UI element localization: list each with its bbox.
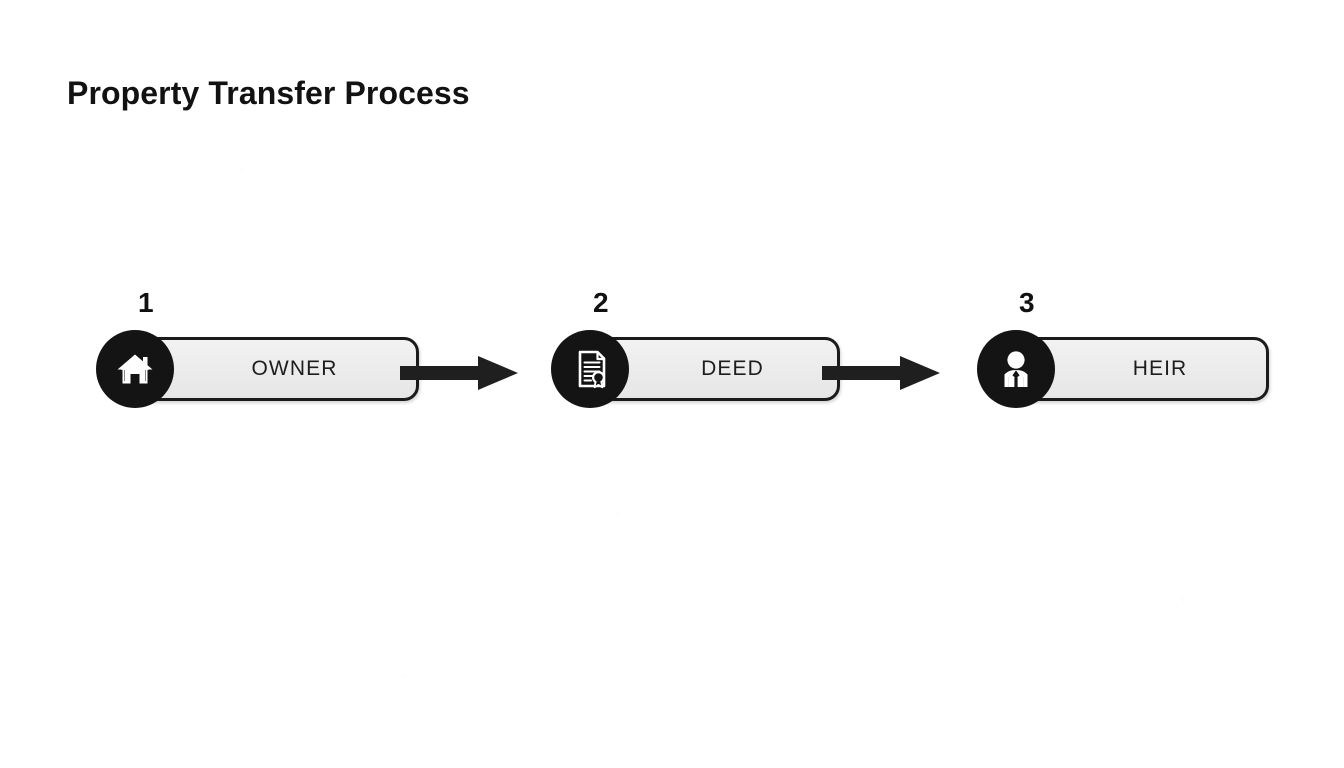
step-label-heir: HEIR <box>1132 357 1188 380</box>
step-number-1: 1 <box>138 287 154 318</box>
process-step-owner[interactable]: 1 OWNER <box>96 289 419 408</box>
step-pill-owner[interactable]: OWNER <box>136 337 419 401</box>
page-title: Property Transfer Process <box>67 75 470 112</box>
process-step-heir[interactable]: 3 HEIR <box>977 289 1269 408</box>
house-icon <box>96 330 174 408</box>
step-label-owner: OWNER <box>251 357 338 380</box>
arrow-right-icon-1 <box>400 355 518 391</box>
process-step-deed[interactable]: 2 DEED <box>551 289 840 408</box>
step-number-3: 3 <box>1019 287 1035 318</box>
document-seal-icon <box>551 330 629 408</box>
person-icon <box>977 330 1055 408</box>
step-label-deed: DEED <box>701 357 764 380</box>
arrow-right-icon-2 <box>822 355 940 391</box>
step-number-2: 2 <box>593 287 609 318</box>
step-pill-heir[interactable]: HEIR <box>1017 337 1269 401</box>
